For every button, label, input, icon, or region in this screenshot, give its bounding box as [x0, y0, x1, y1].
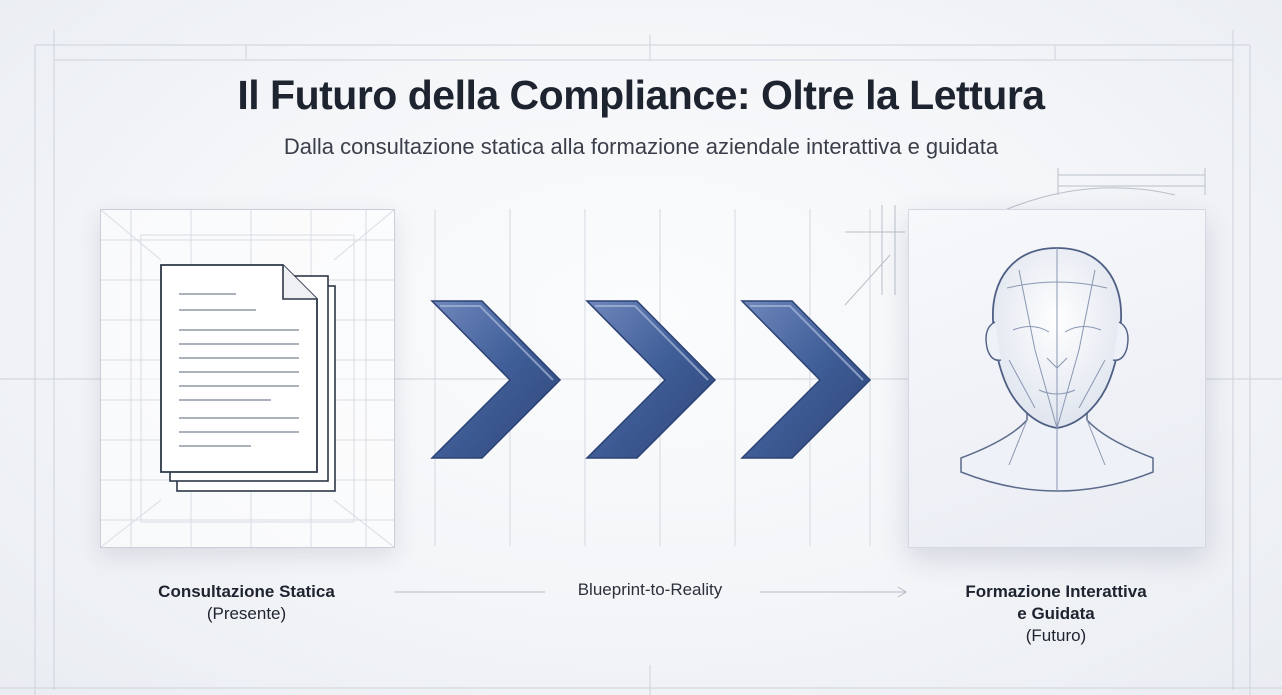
chevron-right-icon [585, 300, 717, 459]
right-stage-label: Formazione Interattiva e Guidata (Futuro… [908, 581, 1204, 647]
static-consultation-panel [100, 209, 395, 548]
right-stage-title-line2: e Guidata [1017, 604, 1095, 623]
left-stage-title: Consultazione Statica [158, 582, 335, 601]
interactive-training-panel [908, 209, 1206, 548]
human-head-icon [960, 247, 1154, 492]
diagram-title: Il Futuro della Compliance: Oltre la Let… [237, 72, 1045, 118]
document-stack-icon [100, 209, 395, 548]
chevron-right-icon [430, 300, 562, 459]
diagram-subtitle: Dalla consultazione statica alla formazi… [283, 134, 999, 159]
left-stage-note: (Presente) [206, 604, 287, 623]
right-stage-title-line1: Formazione Interattiva [965, 582, 1147, 601]
chevron-right-icon [740, 300, 872, 459]
right-stage-note: (Futuro) [1025, 626, 1087, 645]
transition-label: Blueprint-to-Reality [577, 580, 723, 599]
left-stage-label: Consultazione Statica (Presente) [100, 581, 393, 625]
